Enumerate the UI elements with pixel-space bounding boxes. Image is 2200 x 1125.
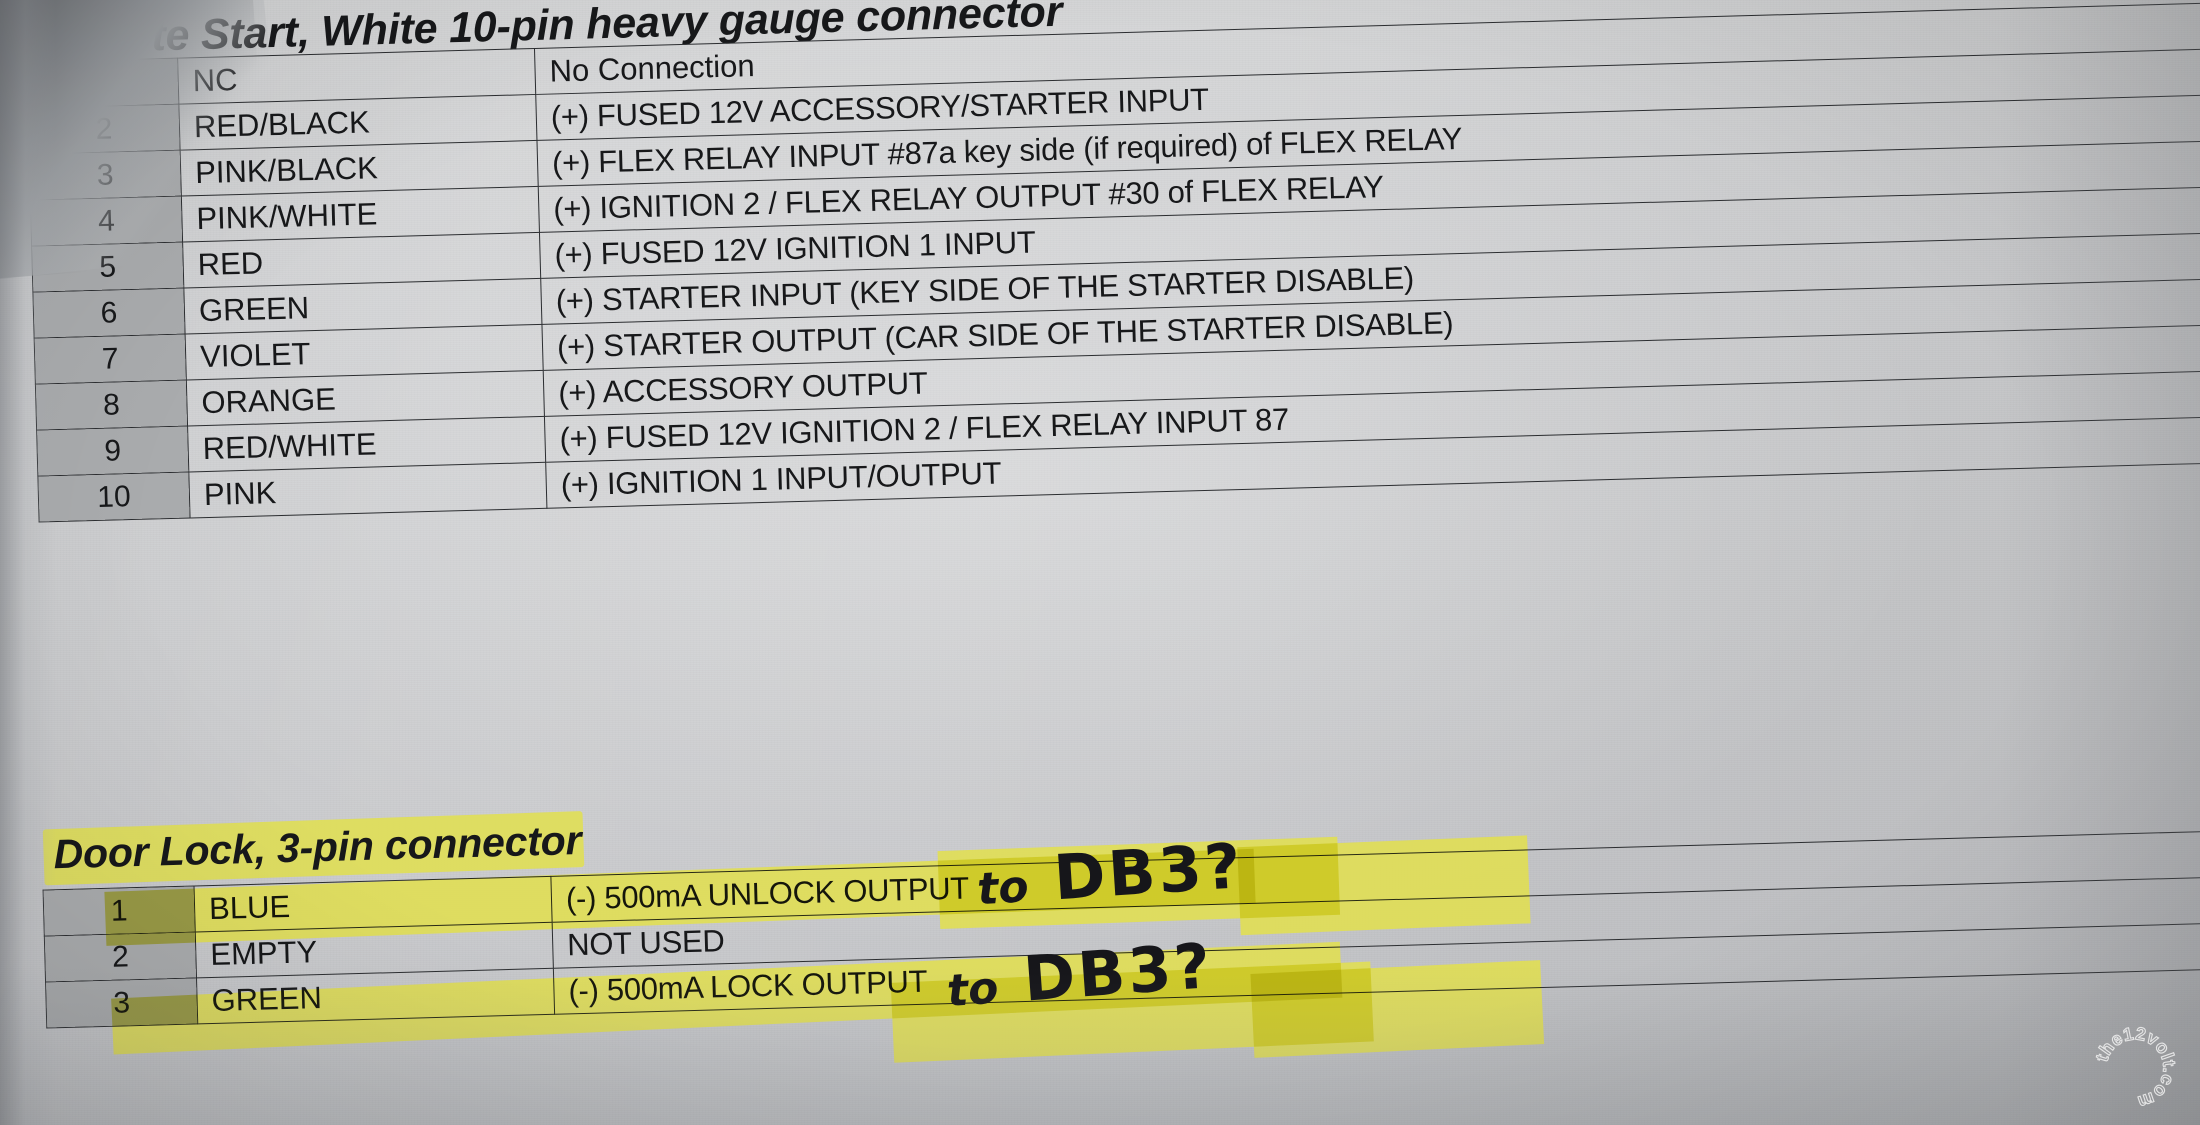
table-body-remote-start: 1 NC No Connection 2 RED/BLACK (+) FUSED… (26, 1, 2200, 523)
pin-number-cell: 7 (34, 334, 187, 385)
pin-number-cell: 5 (31, 242, 184, 293)
pin-number-cell: 1 (26, 58, 179, 109)
handwritten-note-destination: DB3? (1051, 829, 1246, 915)
pin-number-cell: 1 (43, 885, 196, 937)
wire-color-cell: PINK (188, 462, 547, 518)
pin-number-cell: 4 (30, 196, 183, 247)
handwritten-note-prefix: to (945, 962, 1001, 1018)
pin-number-cell: 6 (32, 288, 186, 339)
pin-number-cell: 8 (35, 380, 188, 431)
pin-number-cell: 3 (29, 150, 182, 201)
pin-number-cell: 2 (27, 104, 181, 155)
pin-number-cell: 10 (37, 471, 191, 523)
section-title-door-lock: Door Lock, 3-pin connector (52, 817, 582, 878)
handwritten-note-destination: DB3? (1021, 928, 1216, 1016)
wire-color-cell: GREEN (196, 968, 555, 1024)
pin-number-cell: 2 (44, 931, 197, 983)
handwritten-note-prefix: to (975, 861, 1031, 916)
pin-number-cell: 3 (45, 977, 198, 1029)
pinout-table-remote-start: 1 NC No Connection 2 RED/BLACK (+) FUSED… (26, 1, 2200, 523)
pin-number-cell: 9 (36, 425, 189, 477)
